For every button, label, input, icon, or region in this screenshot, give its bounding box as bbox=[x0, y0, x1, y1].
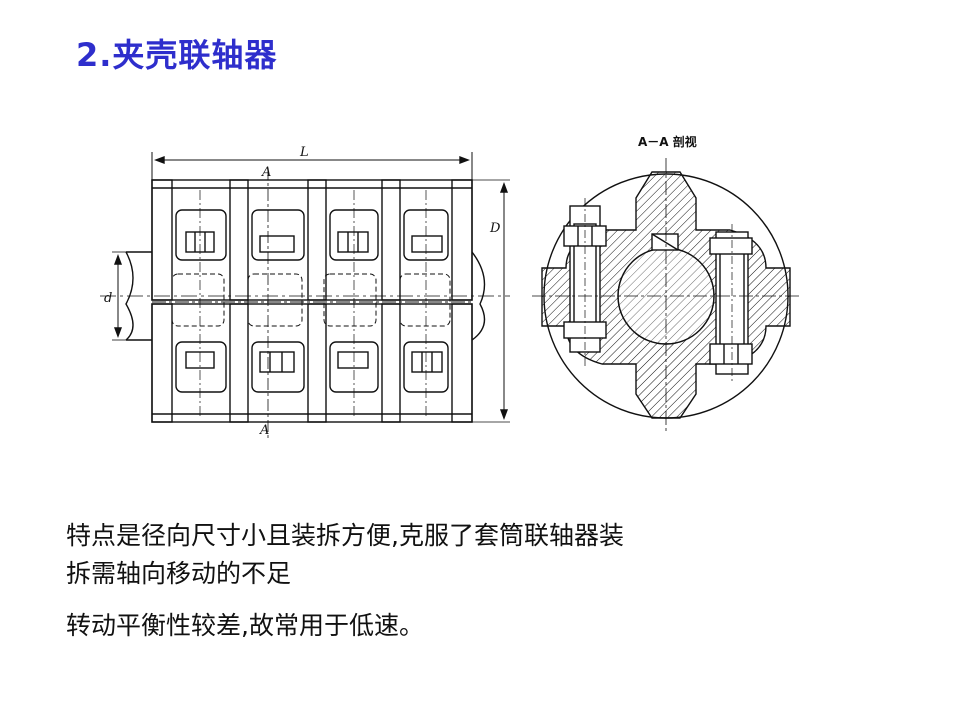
dim-d-label: d bbox=[104, 291, 112, 306]
slide-title: 2.夹壳联轴器 bbox=[76, 36, 278, 74]
dim-D-label: D bbox=[489, 221, 501, 236]
section-view-label: A－A 剖视 bbox=[638, 134, 697, 149]
front-view bbox=[100, 152, 510, 438]
section-view bbox=[532, 158, 800, 434]
section-mark-bottom: A bbox=[259, 423, 269, 438]
dim-L-label: L bbox=[299, 145, 309, 160]
feature-text-line2: 转动平衡性较差,故常用于低速。 bbox=[66, 611, 424, 640]
coupling-drawing: L D d A A A－A 剖视 bbox=[100, 134, 800, 438]
section-mark-top: A bbox=[261, 165, 271, 180]
feature-text-line1-cont: 拆需轴向移动的不足 bbox=[66, 559, 292, 588]
feature-text-line1: 特点是径向尺寸小且装拆方便,克服了套筒联轴器装 bbox=[66, 521, 624, 550]
